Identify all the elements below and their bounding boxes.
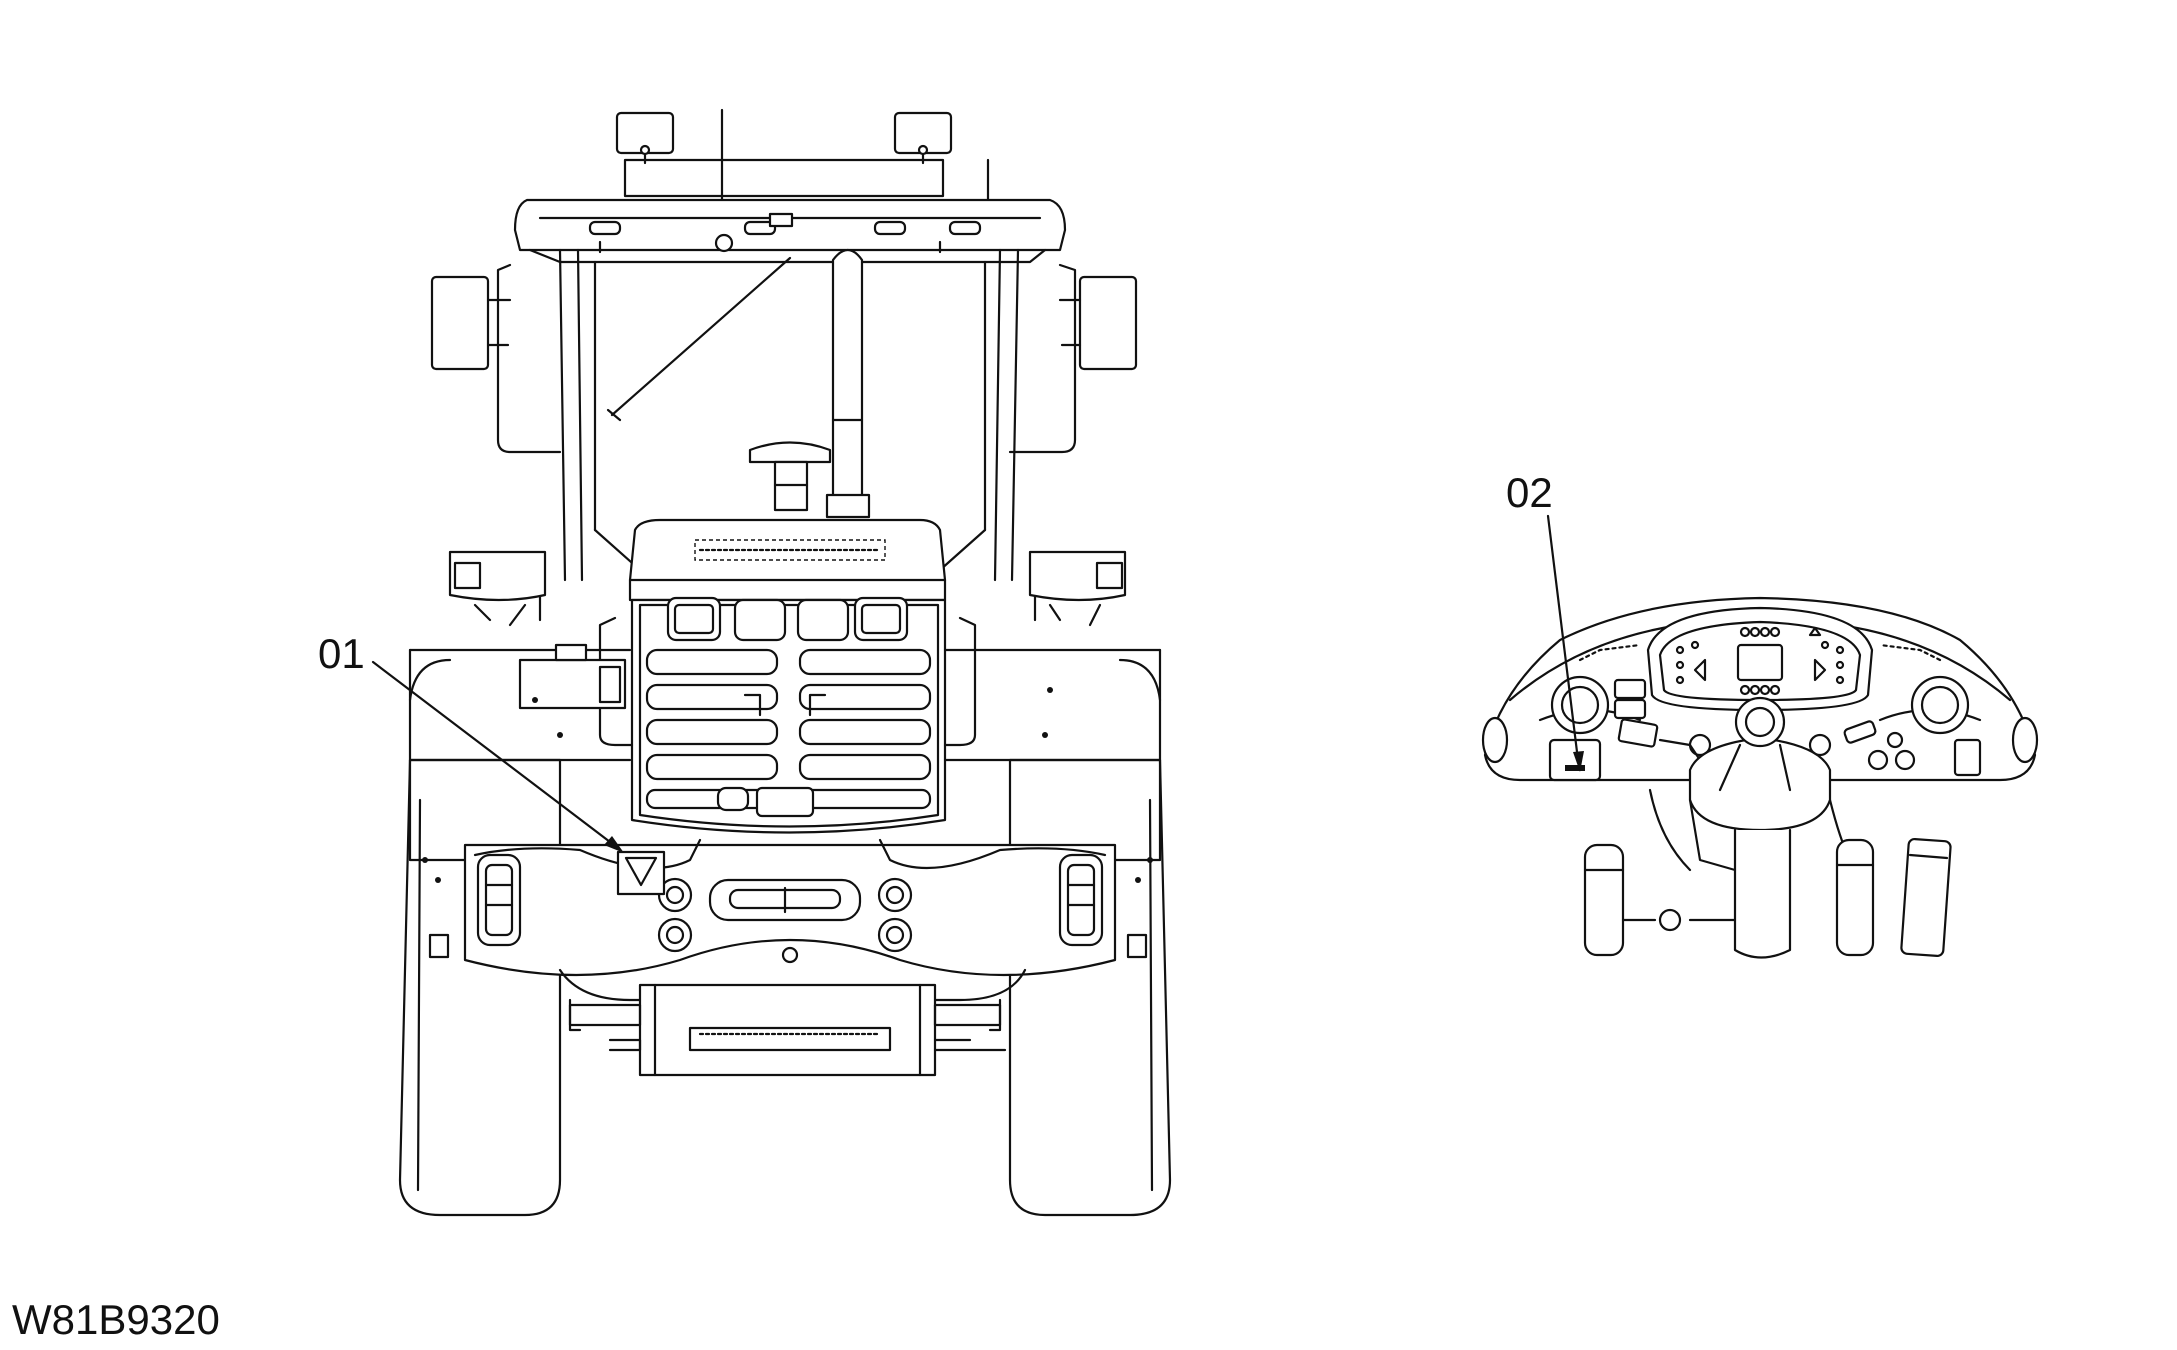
drawing-code: W81B9320 <box>12 1296 220 1343</box>
callout-01-label: 01 <box>318 630 365 677</box>
tow-hitch <box>568 983 1007 1077</box>
steering-column <box>1648 696 1852 959</box>
engine-hood <box>628 518 947 602</box>
operator-console-view: 02 <box>1481 469 2039 959</box>
callout-02-label: 02 <box>1506 469 1553 516</box>
warning-triangle-decal <box>616 850 666 896</box>
radiator-grille <box>630 596 947 834</box>
console-vents <box>1481 675 2039 764</box>
cab-roof <box>513 198 1067 264</box>
callout-02: 02 <box>1506 469 1584 772</box>
console-switches <box>1548 678 1982 782</box>
left-tire <box>398 758 562 1217</box>
handrails <box>598 616 977 747</box>
work-lights <box>448 550 1127 627</box>
right-tire <box>1008 758 1172 1217</box>
instrument-cluster <box>1646 606 1874 712</box>
side-mirrors <box>430 263 1138 454</box>
top-mirrors <box>615 108 990 242</box>
callout-01: 01 <box>318 630 624 853</box>
air-intake <box>748 441 832 512</box>
loader-front-view: 01 <box>318 108 1172 1217</box>
pedals <box>1583 837 1952 958</box>
exhaust-stack <box>825 248 871 519</box>
